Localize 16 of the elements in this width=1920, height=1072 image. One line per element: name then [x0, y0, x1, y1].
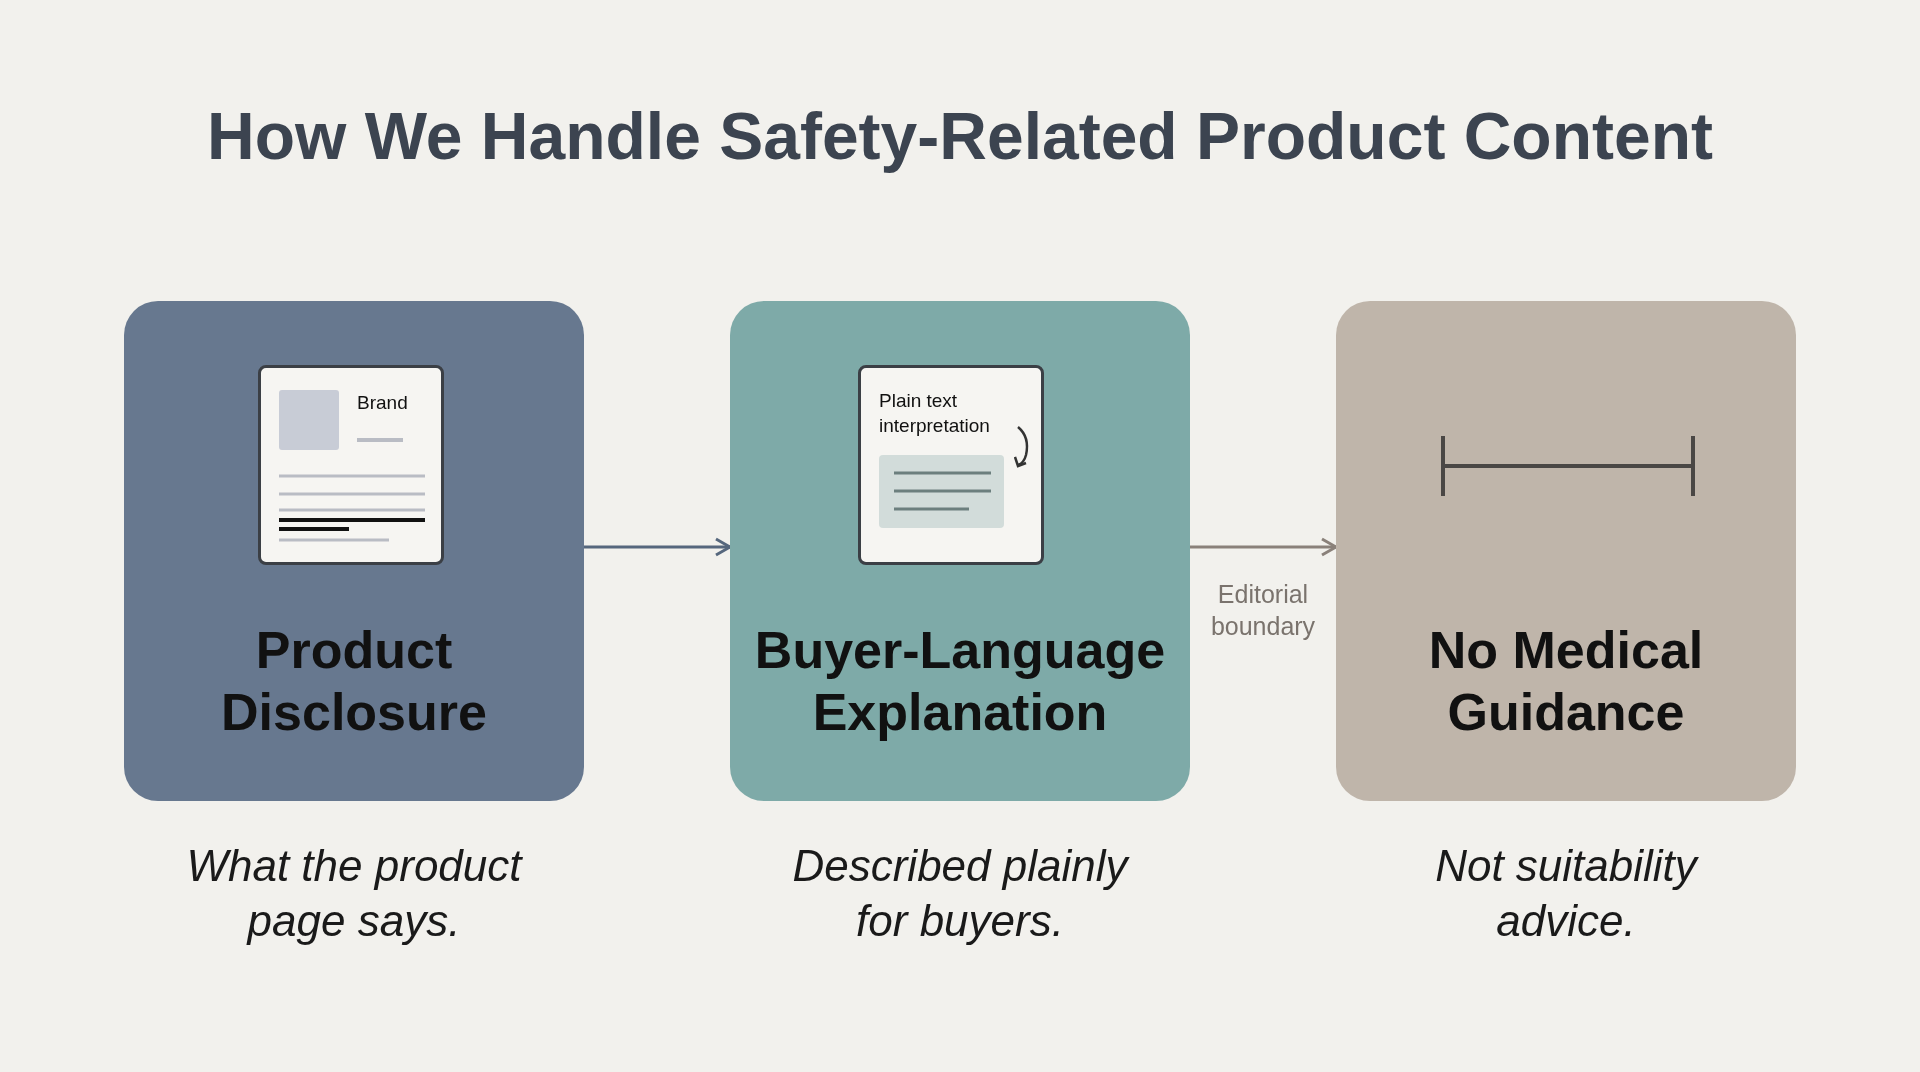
process-card: [730, 301, 1190, 801]
node-label: Not suitability advice.: [1434, 840, 1700, 947]
document-card: [858, 365, 1044, 565]
card-label: Brand: [357, 391, 409, 415]
card-label: Plain text interpretation: [879, 389, 991, 438]
arrow: [1190, 537, 1338, 557]
title: How We Handle Safety-Related Product Content: [206, 98, 1714, 174]
node-label: Described plainly for buyers.: [791, 840, 1131, 947]
arrow: [584, 537, 732, 557]
card-title: No Medical Guidance: [1427, 620, 1705, 743]
process-card: [124, 301, 584, 801]
card-title: Buyer-Language Explanation: [753, 620, 1167, 743]
process-card: [1336, 301, 1796, 801]
card-title: Product Disclosure: [220, 620, 488, 743]
node-label: What the product page says.: [185, 840, 524, 947]
document-card: [258, 365, 444, 565]
